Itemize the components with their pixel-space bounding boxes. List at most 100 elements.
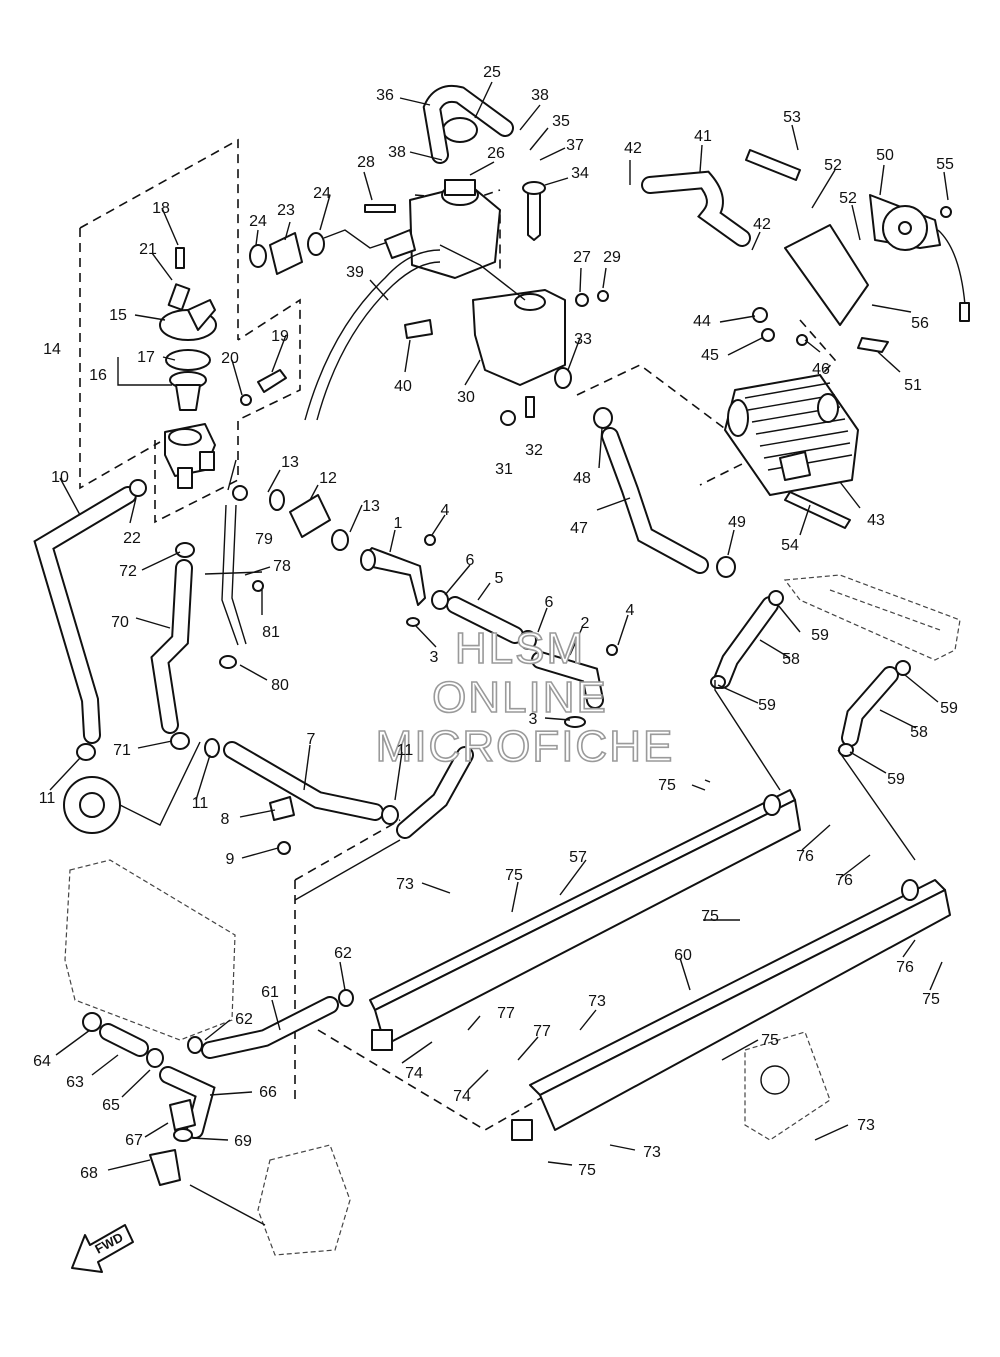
callout-75: 75 — [505, 867, 523, 884]
callout-26: 26 — [487, 145, 505, 162]
callout-17: 17 — [137, 349, 155, 366]
callout-75: 75 — [922, 991, 940, 1008]
callout-73: 73 — [857, 1117, 875, 1134]
coolant-tank — [364, 117, 609, 426]
callout-72: 72 — [119, 563, 137, 580]
callout-81: 81 — [262, 624, 280, 641]
callout-75: 75 — [658, 777, 676, 794]
hose-78 — [221, 504, 247, 646]
callout-34: 34 — [571, 165, 589, 182]
callout-29: 29 — [603, 249, 621, 266]
callout-78: 78 — [273, 558, 291, 575]
callout-50: 50 — [876, 147, 894, 164]
callout-35: 35 — [552, 113, 570, 130]
leader-lines — [49, 81, 949, 1226]
thermostat-assembly — [159, 247, 287, 489]
callout-38: 38 — [531, 87, 549, 104]
callout-11: 11 — [397, 742, 414, 759]
callout-74: 74 — [453, 1088, 471, 1105]
callout-27: 27 — [573, 249, 591, 266]
callout-63: 63 — [66, 1074, 84, 1091]
water-pump — [63, 741, 201, 834]
callout-12: 12 — [319, 470, 337, 487]
callout-59: 59 — [887, 771, 905, 788]
watermark-line-2: ONLINE — [432, 673, 608, 722]
callout-70: 70 — [111, 614, 129, 631]
callout-3: 3 — [430, 649, 439, 666]
callout-41: 41 — [694, 128, 712, 145]
callout-79: 79 — [255, 531, 273, 548]
callout-11: 11 — [192, 795, 209, 812]
callout-57: 57 — [569, 849, 587, 866]
callout-77: 77 — [497, 1005, 515, 1022]
callout-36: 36 — [376, 87, 394, 104]
callout-73: 73 — [396, 876, 414, 893]
callout-43: 43 — [867, 512, 885, 529]
callout-73: 73 — [588, 993, 606, 1010]
callout-73: 73 — [643, 1144, 661, 1161]
callout-5: 5 — [495, 570, 504, 587]
callout-76: 76 — [835, 872, 853, 889]
callout-64: 64 — [33, 1053, 51, 1070]
callout-22: 22 — [123, 530, 141, 547]
callout-59: 59 — [811, 627, 829, 644]
callout-18: 18 — [152, 200, 170, 217]
heat-exchanger-57 — [369, 789, 801, 1051]
callout-75: 75 — [701, 908, 719, 925]
callout-13: 13 — [362, 498, 380, 515]
callout-9: 9 — [226, 851, 235, 868]
callout-32: 32 — [525, 442, 543, 459]
callout-4: 4 — [441, 502, 450, 519]
callout-24: 24 — [249, 213, 267, 230]
callout-49: 49 — [728, 514, 746, 531]
callout-14: 14 — [43, 341, 61, 358]
heat-exchanger-60 — [511, 879, 951, 1141]
callout-45: 45 — [701, 347, 719, 364]
assembly-16-outline — [154, 298, 301, 524]
callout-61: 61 — [261, 984, 279, 1001]
callout-52: 52 — [824, 157, 842, 174]
callout-30: 30 — [457, 389, 475, 406]
callout-8: 8 — [221, 811, 230, 828]
fwd-arrow: FWD — [71, 1224, 134, 1273]
callout-59: 59 — [758, 697, 776, 714]
callout-59: 59 — [940, 700, 958, 717]
callout-65: 65 — [102, 1097, 120, 1114]
callout-58: 58 — [910, 724, 928, 741]
callout-6: 6 — [466, 552, 475, 569]
callout-62: 62 — [334, 945, 352, 962]
callout-75: 75 — [761, 1032, 779, 1049]
callout-77: 77 — [533, 1023, 551, 1040]
radiator-outline — [576, 364, 762, 486]
callout-15: 15 — [109, 307, 127, 324]
callout-80: 80 — [271, 677, 289, 694]
callout-33: 33 — [574, 331, 592, 348]
callout-28: 28 — [357, 154, 375, 171]
joint-pipe — [360, 534, 436, 627]
tunnel-cooler-outline — [294, 819, 556, 1131]
callout-3: 3 — [529, 711, 538, 728]
overflow-hose — [304, 249, 441, 421]
callout-7: 7 — [307, 731, 316, 748]
callout-11: 11 — [39, 790, 56, 807]
callout-13: 13 — [281, 454, 299, 471]
watermark: HLSM ONLINE MICROFICHE — [375, 623, 675, 772]
engine-ghost — [64, 859, 236, 1041]
callout-37: 37 — [566, 137, 584, 154]
frame-ghost-right — [783, 574, 961, 661]
callout-54: 54 — [781, 537, 799, 554]
callout-labels: 1 2 3 3 4 4 5 6 6 7 8 9 10 11 11 11 12 1… — [33, 64, 958, 1182]
callout-10: 10 — [51, 469, 69, 486]
callout-76: 76 — [896, 959, 914, 976]
fan-assembly — [745, 149, 970, 353]
callout-53: 53 — [783, 109, 801, 126]
engine-cover — [257, 1144, 351, 1256]
callout-1: 1 — [394, 515, 403, 532]
callout-56: 56 — [911, 315, 929, 332]
callout-2: 2 — [581, 615, 590, 632]
callout-46: 46 — [812, 361, 830, 378]
watermark-line-3: MICROFICHE — [376, 722, 675, 771]
callout-16: 16 — [89, 367, 107, 384]
callout-40: 40 — [394, 378, 412, 395]
callout-25: 25 — [483, 64, 501, 81]
